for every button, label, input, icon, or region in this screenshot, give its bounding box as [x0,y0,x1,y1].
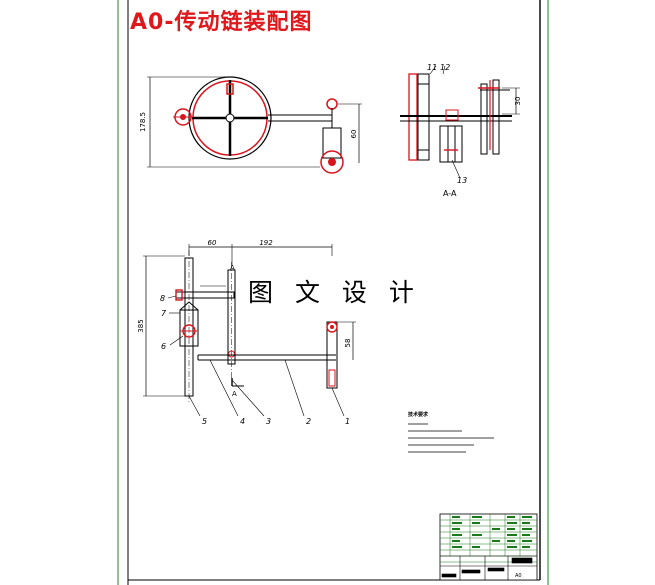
front-view [147,76,362,174]
notes-lines [408,423,494,453]
main-view [143,244,356,417]
balloon-6: 6 [161,342,166,351]
front-view-height-dim: 178.5 [139,112,147,132]
main-dim-height: 385 [137,319,145,332]
front-view-right-dim: 60 [350,130,358,139]
main-dim-left: 60 [208,239,217,247]
balloon-7: 7 [161,309,167,318]
main-dim-post: 58 [344,339,352,348]
drawing-frame [117,0,549,585]
watermark: 图 文 设 计 [248,275,414,311]
main-dim-top: 192 [259,239,273,247]
part-balloons: 8 7 6 5 4 3 2 1 [160,294,350,426]
balloon-4: 4 [240,417,245,426]
section-mark-bottom: A [232,390,237,398]
section-view-a-a [400,65,520,179]
section-balloon-11: 11 [427,63,437,72]
balloon-8: 8 [160,294,165,303]
title-block-scale: A0 [515,573,522,579]
title-block: A0 [439,513,538,581]
section-balloon-12: 12 [440,63,450,72]
balloon-2: 2 [306,417,311,426]
notes-heading: 技术要求 [408,411,429,418]
section-dim-30: 30 [514,97,522,106]
section-view-label: A-A [443,189,457,198]
balloon-3: 3 [266,417,271,426]
section-balloon-13: 13 [457,176,467,185]
drawing-title: A0-传动链装配图 [130,10,313,35]
section-mark-top: A [230,264,235,272]
balloon-5: 5 [202,417,207,426]
balloon-1: 1 [345,417,350,426]
